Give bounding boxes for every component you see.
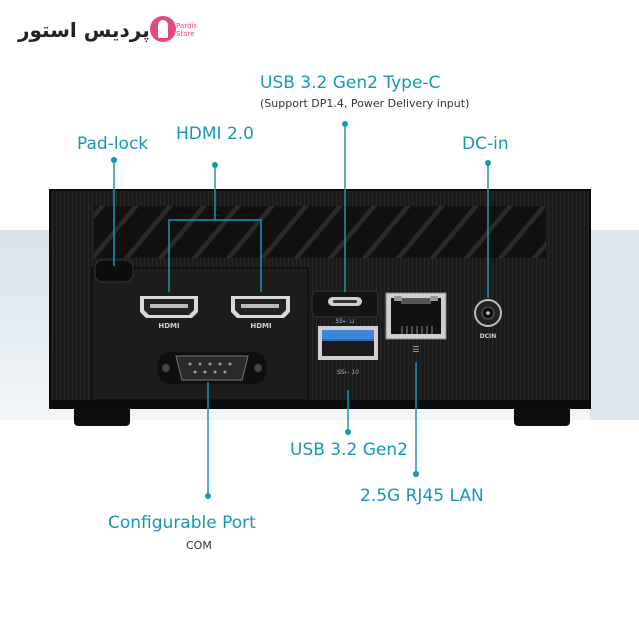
- usb-a-mark: SS⇠ 10: [337, 369, 359, 376]
- label-usb-c: USB 3.2 Gen2 Type-C: [260, 73, 441, 93]
- label-usb-a: USB 3.2 Gen2: [290, 440, 408, 460]
- lan-port-icon: [385, 292, 447, 340]
- background-band-right: [590, 230, 639, 420]
- label-com: Configurable Port: [108, 513, 256, 533]
- dc-in-mark: DCIN: [480, 333, 497, 340]
- usb-c-port-icon: [311, 290, 379, 318]
- brand-name: پردیس استور: [18, 18, 150, 42]
- hdmi-right-mark: HDMI: [250, 322, 271, 330]
- usb-c-mark: SS⇠ ⊔: [335, 318, 354, 325]
- callout-line-hdmi: [168, 165, 262, 292]
- brand-logo-glyph: [158, 20, 168, 38]
- com-port-icon: [157, 352, 267, 384]
- label-lan: 2.5G RJ45 LAN: [360, 486, 484, 506]
- label-dc-in: DC-in: [462, 134, 509, 154]
- dc-in-port-icon: [474, 299, 502, 327]
- lan-mark: ☰: [412, 345, 419, 354]
- vent-grille: [94, 206, 546, 258]
- brand-name-en: Pardis Store: [176, 22, 197, 38]
- label-usb-c-sub: (Support DP1.4, Power Delivery input): [260, 97, 470, 110]
- brand-name-en-1: Pardis: [176, 22, 197, 30]
- label-com-sub: COM: [186, 539, 212, 552]
- label-padlock: Pad-lock: [77, 134, 149, 154]
- brand-name-en-2: Store: [176, 30, 195, 38]
- usb-a-port-icon: [318, 326, 378, 360]
- hdmi-port-right-icon: [231, 296, 290, 318]
- hdmi-port-left-icon: [140, 296, 198, 318]
- hdmi-left-mark: HDMI: [158, 322, 179, 330]
- label-hdmi: HDMI 2.0: [176, 124, 254, 144]
